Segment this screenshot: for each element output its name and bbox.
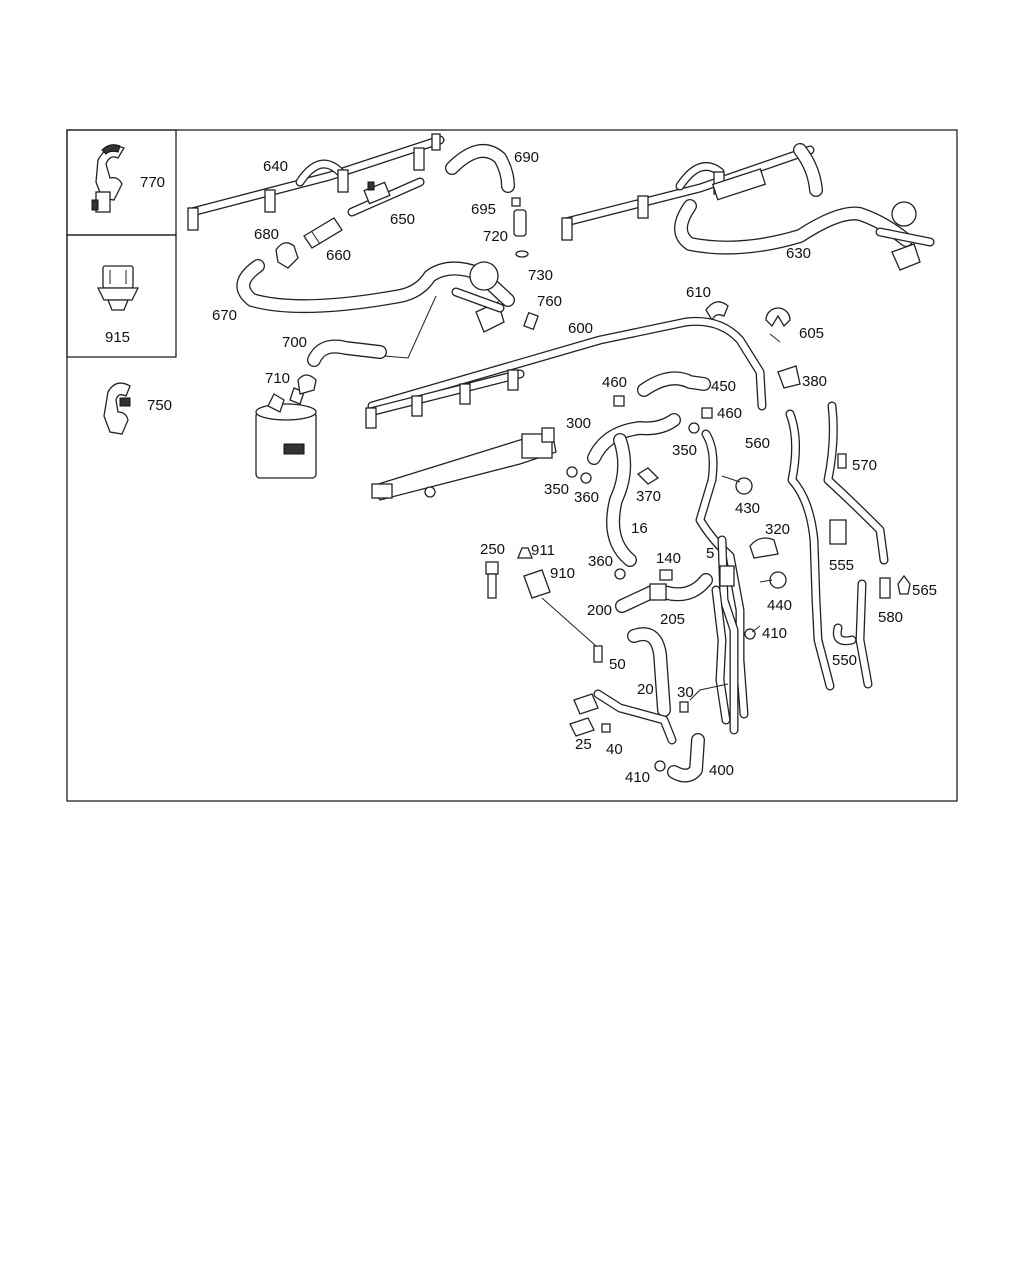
callout-565: 565 <box>912 582 937 599</box>
callout-350-right: 350 <box>672 442 697 459</box>
callout-690: 690 <box>514 149 539 166</box>
callout-605: 605 <box>799 325 824 342</box>
callout-555: 555 <box>829 557 854 574</box>
callout-911: 911 <box>531 542 555 559</box>
main-fuel-rail-drawing <box>365 369 557 501</box>
callout-320: 320 <box>765 521 790 538</box>
callout-440: 440 <box>767 597 792 614</box>
callout-460-top: 460 <box>602 374 627 391</box>
callout-200: 200 <box>587 602 612 619</box>
leader-lines <box>751 333 781 633</box>
callout-720: 720 <box>483 228 508 245</box>
line-5-bundle-drawing <box>695 429 756 735</box>
parts-450-460-drawing <box>613 371 713 419</box>
lines-550-580-drawing <box>785 401 911 691</box>
callout-730: 730 <box>528 267 553 284</box>
callout-660: 660 <box>326 247 351 264</box>
callout-450: 450 <box>711 378 736 395</box>
clip-770-drawing <box>91 144 125 213</box>
line-600-drawing <box>367 316 767 411</box>
callout-25: 25 <box>575 736 592 753</box>
callout-250: 250 <box>480 541 505 558</box>
callout-350-left: 350 <box>544 481 569 498</box>
hose-300-16-drawing <box>566 413 700 580</box>
callout-915: 915 <box>105 329 130 346</box>
callout-300: 300 <box>566 415 591 432</box>
hose-700-drawing <box>307 339 387 367</box>
callout-40: 40 <box>606 741 623 758</box>
callout-16: 16 <box>631 520 648 537</box>
main-frame <box>66 129 958 802</box>
callout-5: 5 <box>706 545 714 562</box>
callout-360-bottom: 360 <box>588 553 613 570</box>
callout-770: 770 <box>140 174 165 191</box>
clip-380-drawing <box>777 365 801 389</box>
callout-410-right: 410 <box>762 625 787 642</box>
callout-20: 20 <box>637 681 654 698</box>
callout-760: 760 <box>537 293 562 310</box>
inset-box-915 <box>66 234 177 358</box>
lower-lines-drawing <box>569 627 729 783</box>
callout-680: 680 <box>254 226 279 243</box>
parts-610-605-drawing <box>705 301 791 328</box>
callout-140: 140 <box>656 550 681 567</box>
fuel-rail-640-drawing <box>187 133 445 231</box>
callout-205: 205 <box>660 611 685 628</box>
callout-600: 600 <box>568 320 593 337</box>
callout-610: 610 <box>686 284 711 301</box>
callout-670: 670 <box>212 307 237 324</box>
diagram-frames <box>66 129 958 802</box>
callout-630: 630 <box>786 245 811 262</box>
callout-710: 710 <box>265 370 290 387</box>
parts-430-440-320-drawing <box>721 475 787 589</box>
callout-380: 380 <box>802 373 827 390</box>
clip-915-drawing <box>96 265 140 311</box>
callout-370: 370 <box>636 488 661 505</box>
small-parts-695-760-drawing <box>511 197 539 331</box>
clip-750-drawing <box>103 382 131 435</box>
callout-30: 30 <box>677 684 694 701</box>
callout-560: 560 <box>745 435 770 452</box>
callout-750: 750 <box>147 397 172 414</box>
callout-460-mid: 460 <box>717 405 742 422</box>
parts-140-200-205-drawing <box>615 569 713 613</box>
injector-line-650-drawing <box>347 177 425 217</box>
callout-50: 50 <box>609 656 626 673</box>
callout-700: 700 <box>282 334 307 351</box>
callout-640: 640 <box>263 158 288 175</box>
callout-360-top: 360 <box>574 489 599 506</box>
hose-690-drawing <box>445 143 515 193</box>
callout-550: 550 <box>832 652 857 669</box>
callout-910: 910 <box>550 565 575 582</box>
callout-400: 400 <box>709 762 734 779</box>
callout-650: 650 <box>390 211 415 228</box>
callout-430: 430 <box>735 500 760 517</box>
callout-580: 580 <box>878 609 903 626</box>
fuel-rail-630-drawing <box>561 143 935 271</box>
sensor-parts-drawing <box>485 547 603 663</box>
fitting-660-drawing <box>303 217 343 249</box>
callout-570: 570 <box>852 457 877 474</box>
clip-680-drawing <box>275 242 299 269</box>
callout-410-bottom: 410 <box>625 769 650 786</box>
callout-labels: 770 915 750 640 650 660 680 670 690 695 … <box>105 149 937 786</box>
callout-695: 695 <box>471 201 496 218</box>
return-hose-670-drawing <box>236 259 515 359</box>
fuel-filter-710-drawing <box>255 374 317 479</box>
